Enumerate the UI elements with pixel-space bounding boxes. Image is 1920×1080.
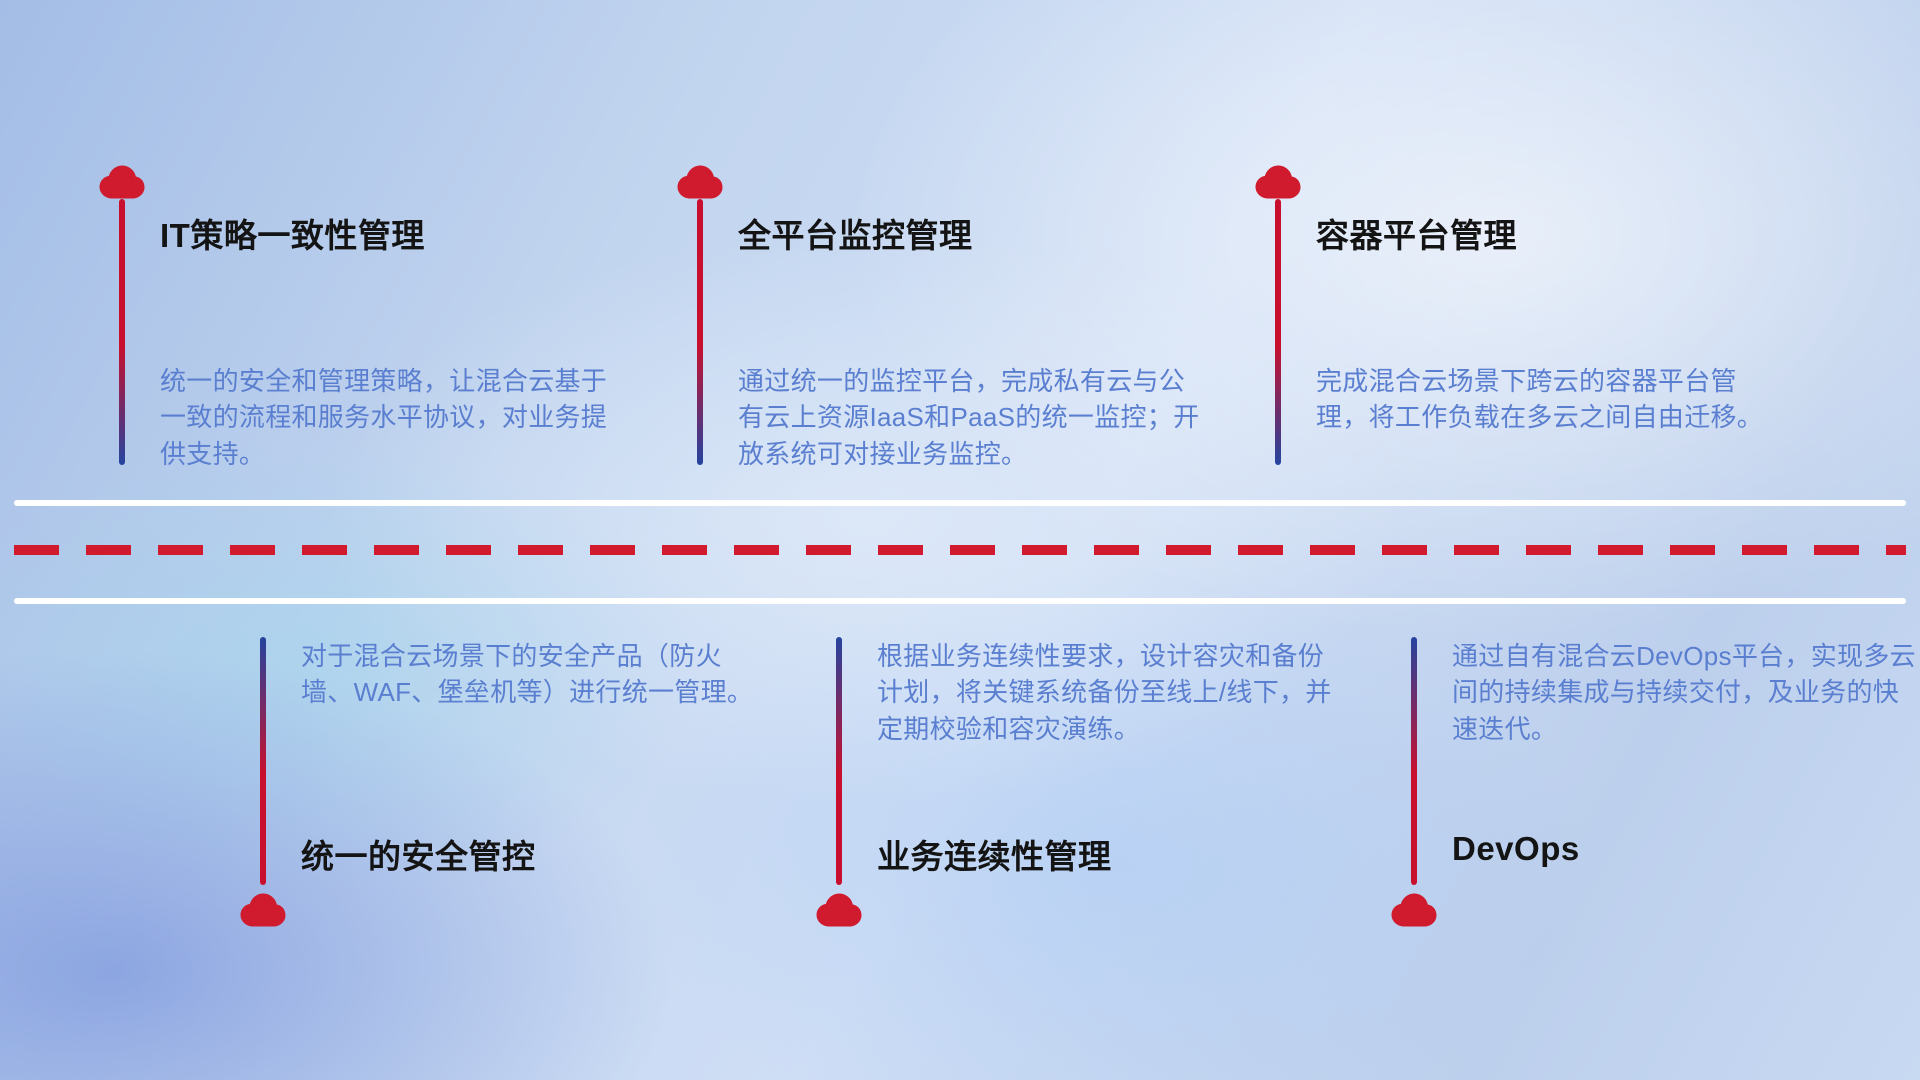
feature-description: 通过自有混合云DevOps平台，实现多云间的持续集成与持续交付，及业务的快速迭代… [1452, 641, 1916, 744]
cloud-icon [98, 165, 146, 199]
feature-content: 根据业务连续性要求，设计容灾和备份计划，将关键系统备份至线上/线下，并定期校验和… [877, 630, 1382, 960]
feature-title: 全平台监控管理 [738, 217, 973, 254]
feature-content: 对于混合云场景下的安全产品（防火墙、WAF、堡垒机等）进行统一管理。 统一的安全… [301, 630, 806, 960]
timeline-pole [1254, 165, 1302, 495]
feature-description: 根据业务连续性要求，设计容灾和备份计划，将关键系统备份至线上/线下，并定期校验和… [877, 641, 1332, 744]
feature-title: IT策略一致性管理 [160, 217, 425, 254]
feature-description: 对于混合云场景下的安全产品（防火墙、WAF、堡垒机等）进行统一管理。 [301, 641, 754, 708]
timeline-stem [1411, 637, 1417, 885]
feature-item-monitoring: 全平台监控管理 通过统一的监控平台，完成私有云与公有云上资源IaaS和PaaS的… [676, 165, 1256, 495]
feature-item-devops: 通过自有混合云DevOps平台，实现多云间的持续集成与持续交付，及业务的快速迭代… [1390, 630, 1920, 960]
feature-description: 统一的安全和管理策略，让混合云基于一致的流程和服务水平协议，对业务提供支持。 [160, 366, 608, 469]
timeline-pole [98, 165, 146, 495]
feature-item-business-continuity: 根据业务连续性要求，设计容灾和备份计划，将关键系统备份至线上/线下，并定期校验和… [815, 630, 1395, 960]
feature-title: 业务连续性管理 [877, 838, 1112, 875]
timeline-pole [815, 630, 863, 960]
cloud-icon [1390, 893, 1438, 927]
timeline-pole [676, 165, 724, 495]
timeline-stem [260, 637, 266, 885]
feature-content: IT策略一致性管理 统一的安全和管理策略，让混合云基于一致的流程和服务水平协议，… [160, 165, 665, 495]
divider-dashed-line [14, 545, 1906, 555]
divider-solid-line-top [14, 500, 1906, 506]
feature-item-container-platform: 容器平台管理 完成混合云场景下跨云的容器平台管理，将工作负载在多云之间自由迁移。 [1254, 165, 1834, 495]
feature-title: DevOps [1452, 830, 1580, 867]
feature-description: 完成混合云场景下跨云的容器平台管理，将工作负载在多云之间自由迁移。 [1316, 366, 1764, 433]
timeline-stem [119, 199, 125, 465]
feature-content: 全平台监控管理 通过统一的监控平台，完成私有云与公有云上资源IaaS和PaaS的… [738, 165, 1243, 495]
cloud-icon [676, 165, 724, 199]
divider-solid-line-bottom [14, 598, 1906, 604]
timeline-stem [697, 199, 703, 465]
cloud-icon [239, 893, 287, 927]
feature-item-it-policy: IT策略一致性管理 统一的安全和管理策略，让混合云基于一致的流程和服务水平协议，… [98, 165, 678, 495]
feature-item-security-control: 对于混合云场景下的安全产品（防火墙、WAF、堡垒机等）进行统一管理。 统一的安全… [239, 630, 819, 960]
cloud-icon [1254, 165, 1302, 199]
timeline-pole [239, 630, 287, 960]
feature-title: 统一的安全管控 [301, 838, 536, 875]
cloud-icon [815, 893, 863, 927]
feature-description: 通过统一的监控平台，完成私有云与公有云上资源IaaS和PaaS的统一监控；开放系… [738, 366, 1200, 469]
timeline-stem [1275, 199, 1281, 465]
feature-content: 通过自有混合云DevOps平台，实现多云间的持续集成与持续交付，及业务的快速迭代… [1452, 630, 1920, 960]
feature-content: 容器平台管理 完成混合云场景下跨云的容器平台管理，将工作负载在多云之间自由迁移。 [1316, 165, 1821, 495]
timeline-pole [1390, 630, 1438, 960]
feature-title: 容器平台管理 [1316, 217, 1517, 254]
timeline-stem [836, 637, 842, 885]
